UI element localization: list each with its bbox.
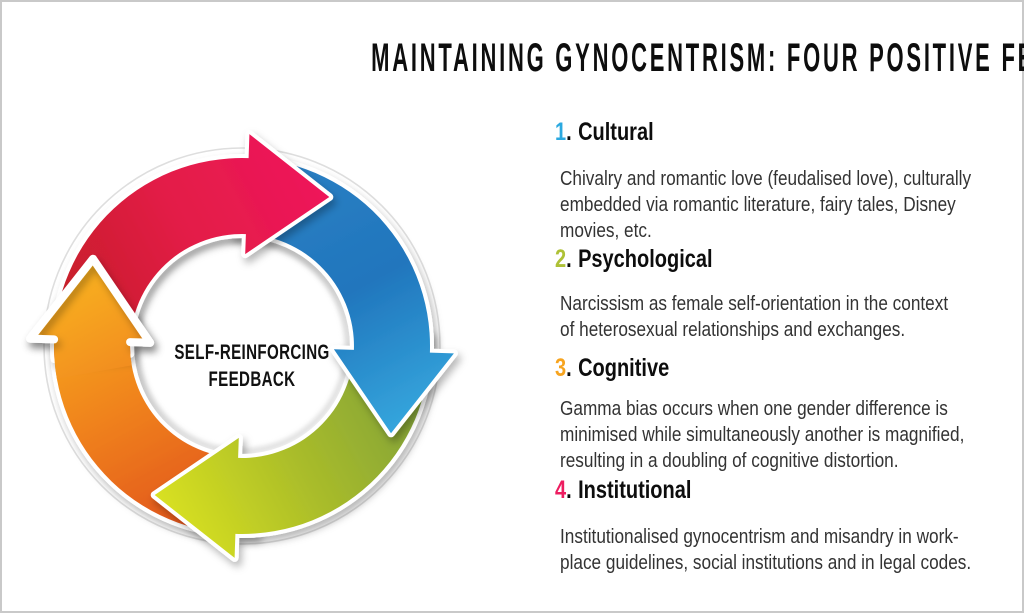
feedback-cycle-diagram	[0, 101, 537, 611]
cycle-center-label: SELF-REINFORCING FEEDBACK	[174, 341, 330, 391]
section-number-3: 3	[555, 354, 567, 382]
orange-arrowhead-overlay	[30, 258, 151, 379]
section-heading-cognitive: 3.Cognitive	[555, 354, 698, 383]
section-number-dot: .	[566, 354, 572, 382]
section-label-cognitive: Cognitive	[578, 354, 670, 382]
section-body-psychological: Narcissism as female self-orientation in…	[560, 293, 949, 341]
page-title-text: MAINTAINING GYNOCENTRISM: FOUR POSITIVE …	[371, 36, 1024, 80]
section-heading-cultural: 1.Cultural	[555, 118, 678, 147]
outer-ring-line	[43, 147, 441, 545]
section-label-psychological: Psychological	[578, 245, 713, 273]
section-label-institutional: Institutional	[578, 476, 692, 504]
section-number-dot: .	[566, 118, 572, 146]
page-title: MAINTAINING GYNOCENTRISM: FOUR POSITIVE …	[0, 36, 1024, 81]
section-number-4: 4	[555, 476, 567, 504]
section-number-dot: .	[566, 245, 572, 273]
section-label-cultural: Cultural	[578, 118, 654, 146]
section-body-cognitive: Gamma bias occurs when one gender differ…	[560, 398, 965, 472]
section-heading-psychological: 2.Psychological	[555, 245, 752, 274]
orange-arrowhead-outline	[26, 254, 155, 347]
section-number-dot: .	[566, 476, 572, 504]
section-number-2: 2	[555, 245, 567, 273]
section-body-institutional: Institutionalised gynocentrism and misan…	[560, 526, 972, 574]
section-number-1: 1	[555, 118, 567, 146]
section-body-cultural: Chivalry and romantic love (feudalised l…	[560, 168, 972, 242]
section-heading-institutional: 4.Institutional	[555, 476, 726, 505]
